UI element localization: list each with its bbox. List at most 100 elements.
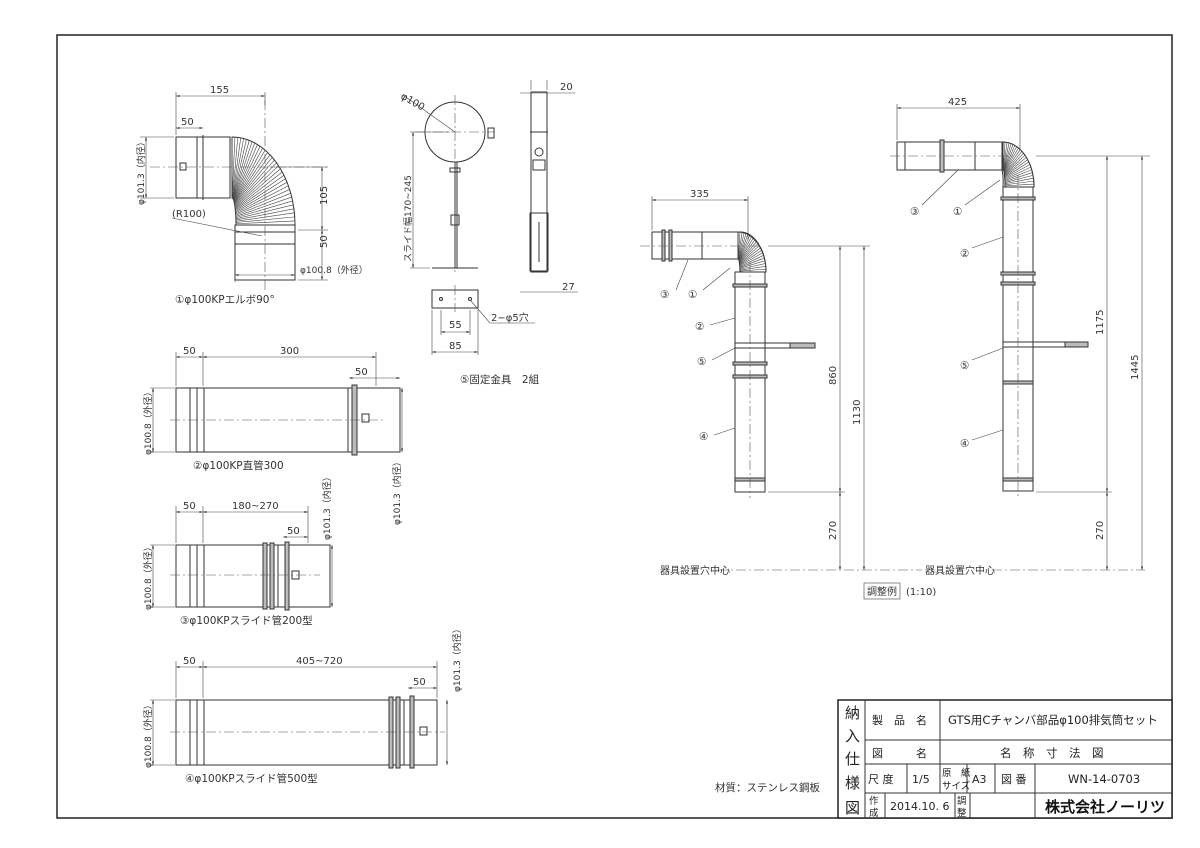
title-block: 納 入 仕 様 図 製 品 名 GTS用Cチャンバ部品φ100排気筒セット 図 … (837, 699, 1173, 819)
elbow-rib (739, 263, 766, 270)
part4-dim-inner: φ101.3（内径） (451, 624, 463, 692)
elbow-rib (1004, 180, 1034, 186)
example-scale: (1:10) (906, 587, 936, 598)
elbow-rib (234, 152, 268, 203)
part3-dim-outer: φ100.8（外径） (142, 542, 154, 610)
label-3: ③ (910, 206, 919, 218)
elbow-rib (1004, 175, 1034, 183)
side-label-1: 納 (845, 704, 860, 722)
elbow-rib (234, 165, 279, 208)
company-name: 株式会社ノーリツ (1045, 798, 1165, 816)
elbow-rib (232, 140, 250, 200)
part5-dim-depth: 27 (562, 282, 575, 293)
elbow-rib (232, 138, 244, 199)
elbow-rib (1004, 161, 1029, 178)
label-5: ⑤ (960, 360, 969, 372)
elbow-rib (1004, 154, 1026, 176)
part3-caption: ③φ100KPスライド管200型 (180, 614, 313, 627)
elbow-rib (233, 144, 258, 201)
elbow-rib (739, 257, 765, 268)
part2-dim-left: 50 (183, 346, 196, 357)
adjust-label-1: 調 (957, 795, 967, 807)
part4-dim-length: 405~720 (296, 656, 343, 667)
elbow-rib (233, 142, 256, 200)
example-left-dim-height-a: 860 (828, 366, 839, 385)
part2-dim-length: 300 (280, 346, 299, 357)
elbow-rib (1003, 151, 1023, 174)
part2-dim-outer: φ100.8（外径） (142, 387, 154, 455)
elbow-rib (1004, 159, 1028, 177)
elbow-rib (235, 181, 288, 213)
created-label-2: 成 (869, 807, 879, 819)
part1-dim-socket: 50 (181, 117, 194, 128)
part1-elbow: 155 50 105 50 φ101.3（内径） φ100.8（外径） (R10… (135, 85, 368, 306)
side-label-2: 入 (845, 727, 860, 745)
elbow-rib (738, 238, 754, 262)
example-caption: 調整例 (867, 585, 897, 598)
elbow-rib (739, 260, 765, 269)
elbow-rib (234, 168, 281, 208)
elbow-rib (235, 189, 290, 215)
elbow-rib (1004, 157, 1027, 177)
elbow-rib (739, 268, 766, 272)
reference-baseline: 器具設置穴中心 器具設置穴中心 調整例 (1:10) (660, 564, 1145, 600)
elbow-rib (234, 157, 273, 205)
elbow-rib (1003, 143, 1012, 171)
elbow-rib (1004, 172, 1033, 182)
scale-label: 尺 度 (868, 772, 894, 786)
part4-dim-outer: φ100.8（外径） (142, 700, 154, 768)
elbow-rib (738, 236, 752, 261)
label-4: ④ (699, 431, 708, 443)
example-left-dim-base: 270 (828, 521, 839, 540)
part1-dim-overall: 155 (210, 85, 229, 96)
label-5: ⑤ (697, 356, 706, 368)
drawing-no-label: 図 番 (1001, 773, 1027, 786)
elbow-rib (1003, 146, 1017, 172)
label-2: ② (695, 321, 704, 333)
elbow-rib (232, 141, 253, 200)
elbow-rib (739, 241, 757, 263)
part3-slide-pipe-200: 50 180~270 50 φ100.8（外径） φ101.3（内径） ③φ10… (142, 472, 334, 627)
elbow-rib (235, 220, 295, 225)
elbow-rib (739, 250, 762, 266)
elbow-rib (232, 137, 242, 199)
part4-slide-pipe-500: 50 405~720 50 φ100.8（外径） φ101.3（内径） ④φ10… (142, 624, 463, 785)
elbow-rib (739, 266, 766, 271)
part5-dim-slide: スライド幅170~245 (402, 175, 414, 262)
example-left-dim-width: 335 (690, 189, 709, 200)
elbow-rib (234, 159, 275, 206)
part2-straight-pipe: 50 300 50 φ100.8（外径） φ101.3（内径） ②φ100KP直… (142, 346, 404, 525)
elbow-rib (739, 255, 764, 267)
example-right-dim-width: 425 (948, 97, 967, 108)
part5-bracket: φ100 スライド幅170~245 20 27 55 85 2−φ5穴 ⑤固定金… (399, 80, 578, 386)
part1-dim-height: 105 (319, 186, 330, 205)
part1-dim-radius: (R100) (172, 209, 206, 220)
part5-caption: ⑤固定金具 2組 (460, 373, 540, 386)
elbow-rib (235, 175, 285, 210)
elbow-rib (1003, 149, 1021, 174)
adjust-label-2: 整 (957, 807, 967, 819)
sheet-border (56, 34, 1173, 819)
example-right-dim-height-total: 1445 (1130, 355, 1141, 380)
elbow-rib (233, 146, 261, 201)
label-1: ① (953, 206, 962, 218)
part5-dim-holes: 2−φ5穴 (491, 311, 529, 324)
scale-value: 1/5 (912, 773, 930, 786)
elbow-rib (235, 192, 291, 216)
material-note: 材質：ステンレス鋼板 (715, 781, 820, 794)
part1-dim-outlet: 50 (319, 235, 330, 248)
elbow-rib (1004, 183, 1034, 187)
created-date: 2014.10. 6 (890, 800, 949, 813)
elbow-rib (231, 137, 236, 199)
part3-dim-length: 180~270 (232, 501, 279, 512)
elbow-rib (235, 200, 293, 218)
elbow-rib (232, 139, 247, 199)
product-name: GTS用Cチャンバ部品φ100排気筒セット (948, 713, 1158, 727)
elbow-rib (1004, 152, 1024, 175)
elbow-rib (1004, 166, 1031, 180)
elbow-rib (738, 234, 749, 260)
elbow-rib (1003, 142, 1010, 171)
label-2: ② (960, 248, 969, 260)
elbow-rib (233, 147, 263, 202)
